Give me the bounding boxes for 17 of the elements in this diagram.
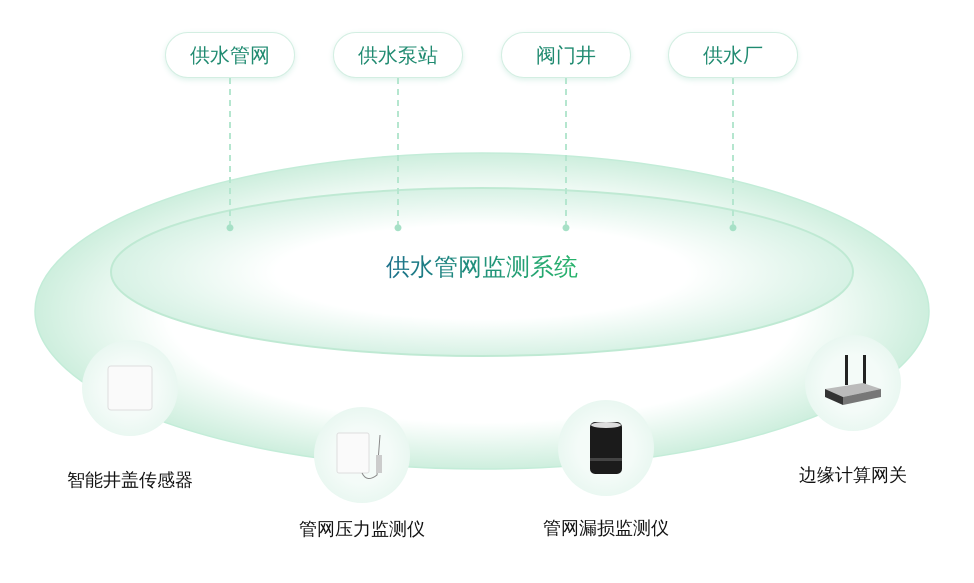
category-pill	[165, 32, 295, 78]
category-pill	[333, 32, 463, 78]
device-name: 管网压力监测仪	[299, 518, 425, 541]
category-pill	[668, 32, 798, 78]
pill-label: 供水管网	[190, 42, 270, 68]
connector-line	[562, 78, 570, 232]
device-name: 边缘计算网关	[799, 464, 907, 487]
connector-line	[226, 78, 234, 232]
connector-line	[730, 78, 736, 232]
category-pill	[501, 32, 631, 78]
system-ellipse	[110, 187, 854, 357]
device-name: 智能井盖传感器	[67, 469, 193, 492]
pill-label: 供水厂	[703, 42, 763, 68]
connector-line	[394, 78, 402, 232]
device-name: 管网漏损监测仪	[543, 517, 669, 540]
pill-label: 供水泵站	[358, 42, 438, 68]
pill-label: 阀门井	[536, 42, 596, 68]
